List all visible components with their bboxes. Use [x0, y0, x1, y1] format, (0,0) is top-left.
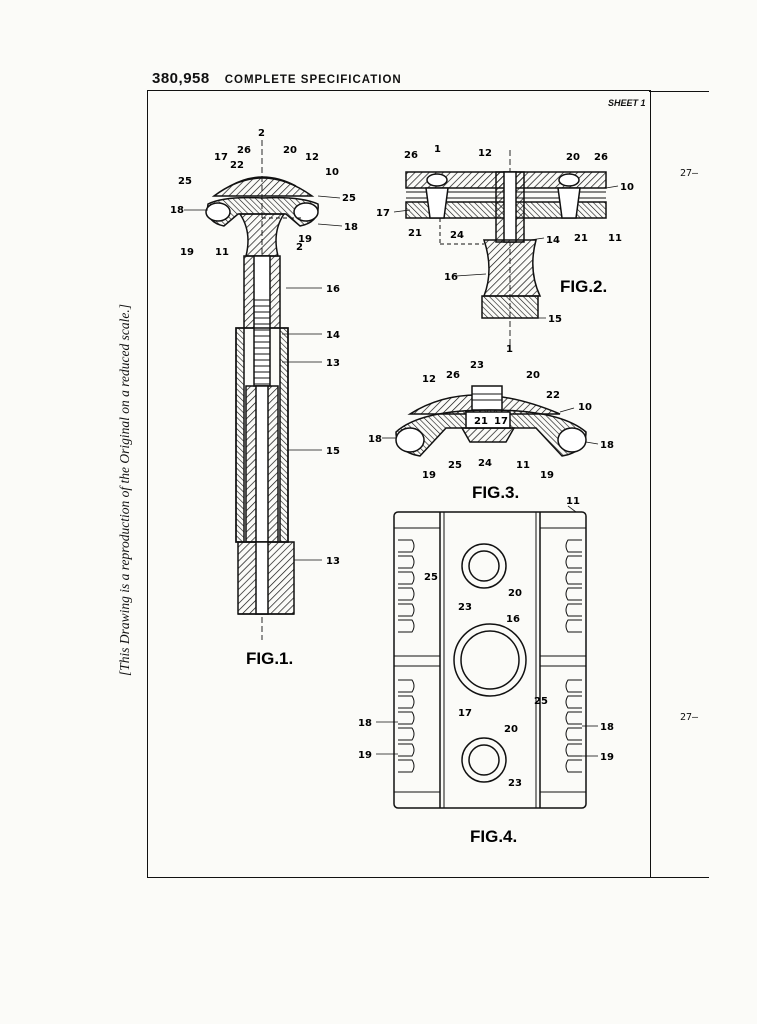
fig3-label: 19: [540, 470, 554, 481]
fig4-label: 17: [458, 708, 472, 719]
fig4-label: 18: [358, 718, 372, 729]
fig4-label: 11: [566, 496, 580, 507]
fig3-label: 11: [516, 460, 530, 471]
fig4-label: 20: [508, 588, 522, 599]
fig2-label: 24: [450, 230, 464, 241]
fig3-caption: FIG.3.: [472, 483, 519, 502]
fig3-label: 23: [470, 360, 484, 371]
fig2-section-mark-top: 1: [434, 144, 441, 155]
fig3-label: 26: [446, 370, 460, 381]
fig1-section-mark-top: 2: [258, 128, 265, 139]
fig3-label: 18: [368, 434, 382, 445]
fig2-label: 26: [594, 152, 608, 163]
fig1-label: 16: [326, 284, 340, 295]
fig4-label: 19: [358, 750, 372, 761]
figure-4: [394, 512, 586, 808]
fig1-label: 19: [180, 247, 194, 258]
fig1-label: 15: [326, 446, 340, 457]
fig2-label: 21: [574, 233, 588, 244]
fig2-label: 26: [404, 150, 418, 161]
fig2-label: 20: [566, 152, 580, 163]
fig4-label: 20: [504, 724, 518, 735]
fig1-label: 26: [237, 145, 251, 156]
fig4-label: 23: [458, 602, 472, 613]
fig1-label: 13: [326, 556, 340, 567]
fig4-label: 16: [506, 614, 520, 625]
fig4-label: 23: [508, 778, 522, 789]
fig3-label: 19: [422, 470, 436, 481]
fig3-label: 24: [478, 458, 492, 469]
fig2-label: 11: [608, 233, 622, 244]
figure-2: [406, 150, 606, 345]
fig1-label: 12: [305, 152, 319, 163]
figure-4-text: 11 25 20 23 16 25 17 20 18 18 19 19 23 F…: [358, 496, 614, 846]
fig4-caption: FIG.4.: [470, 827, 517, 846]
fig2-label: 12: [478, 148, 492, 159]
fig1-label: 20: [283, 145, 297, 156]
fig2-label: 16: [444, 272, 458, 283]
fig1-label: 13: [326, 358, 340, 369]
fig2-label: 10: [620, 182, 634, 193]
fig3-label: 18: [600, 440, 614, 451]
fig1-label: 22: [230, 160, 244, 171]
fig1-label: 25: [342, 193, 356, 204]
fig4-label: 25: [424, 572, 438, 583]
fig3-label: 12: [422, 374, 436, 385]
fig4-label: 25: [534, 696, 548, 707]
fig3-label: 17: [494, 416, 508, 427]
fig2-section-mark-bottom: 1: [506, 344, 513, 355]
fig1-label: 25: [178, 176, 192, 187]
fig3-label: 25: [448, 460, 462, 471]
fig2-caption: FIG.2.: [560, 277, 607, 296]
fig1-label: 14: [326, 330, 340, 341]
fig2-label: 17: [376, 208, 390, 219]
figure-1: [206, 140, 318, 640]
fig1-label: 17: [214, 152, 228, 163]
fig2-label: 15: [548, 314, 562, 325]
fig1-label: 19: [298, 234, 312, 245]
fig4-label: 18: [600, 722, 614, 733]
fig1-label: 11: [215, 247, 229, 258]
fig2-label: 14: [546, 235, 560, 246]
fig2-label: 21: [408, 228, 422, 239]
fig3-label: 20: [526, 370, 540, 381]
fig1-label: 18: [170, 205, 184, 216]
fig3-label: 10: [578, 402, 592, 413]
fig1-caption: FIG.1.: [246, 649, 293, 668]
fig1-label: 18: [344, 222, 358, 233]
fig3-label: 21: [474, 416, 488, 427]
fig1-label: 10: [325, 167, 339, 178]
fig3-label: 22: [546, 390, 560, 401]
fig4-label: 19: [600, 752, 614, 763]
